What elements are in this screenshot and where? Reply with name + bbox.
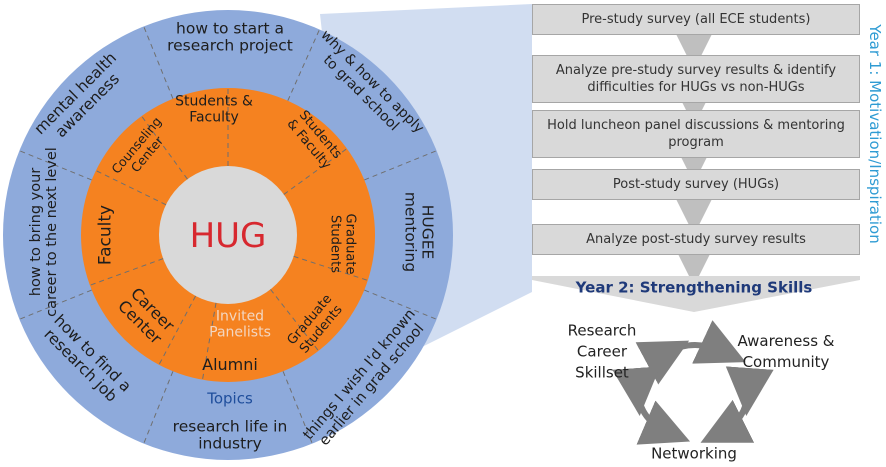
cycle-arrow-left — [612, 366, 691, 445]
outer-divider — [364, 150, 437, 181]
step-luncheon-panel: Hold luncheon panel discussions & mentor… — [532, 110, 860, 158]
inner-segment-students-faculty-top: Students & Faculty — [175, 93, 253, 125]
step-analyze-pre-study: Analyze pre-study survey results & ident… — [532, 55, 860, 103]
outer-divider — [364, 289, 437, 320]
inner-segment-invited-panelists: Invited Panelists — [209, 308, 271, 340]
outer-divider — [282, 371, 313, 444]
outer-divider — [19, 289, 92, 320]
inner-divider — [95, 170, 167, 206]
step-post-study-survey: Post-study survey (HUGs) — [532, 169, 860, 200]
outer-segment-start-research: how to start a research project — [167, 19, 293, 55]
cycle-arrow-top — [635, 320, 746, 385]
outer-divider — [287, 29, 320, 101]
inner-segment-alumni: Alumni — [202, 355, 258, 375]
inner-divider — [141, 115, 188, 180]
year1-label: Year 1: Motivation/Inspiration — [866, 24, 884, 244]
inner-divider — [89, 258, 164, 286]
inner-divider — [270, 289, 319, 352]
inner-divider — [201, 302, 217, 380]
cycle-awareness-community: Awareness & Community — [737, 332, 835, 371]
outer-segment-research-industry: research life in industry — [172, 417, 288, 453]
step-analyze-post-study: Analyze post-study survey results — [532, 224, 860, 255]
outer-divider — [143, 371, 174, 444]
outer-divider — [19, 150, 92, 181]
year2-chevron — [532, 276, 860, 312]
step-pre-study-survey: Pre-study survey (all ECE students) — [532, 4, 860, 35]
hug-label: HUG — [189, 215, 267, 256]
center-circle — [159, 166, 297, 304]
cycle-networking: Networking — [651, 444, 737, 463]
cycle-arrow-right — [700, 366, 774, 443]
inner-divider — [158, 295, 197, 366]
year2-label: Year 2: Strengthening Skills — [575, 278, 813, 297]
topics-label: Topics — [207, 389, 253, 408]
cycle-research-career-skillset: Research Career Skillset — [567, 321, 637, 382]
outer-divider — [143, 26, 174, 99]
inner-divider — [283, 148, 348, 195]
inner-divider — [293, 255, 368, 281]
